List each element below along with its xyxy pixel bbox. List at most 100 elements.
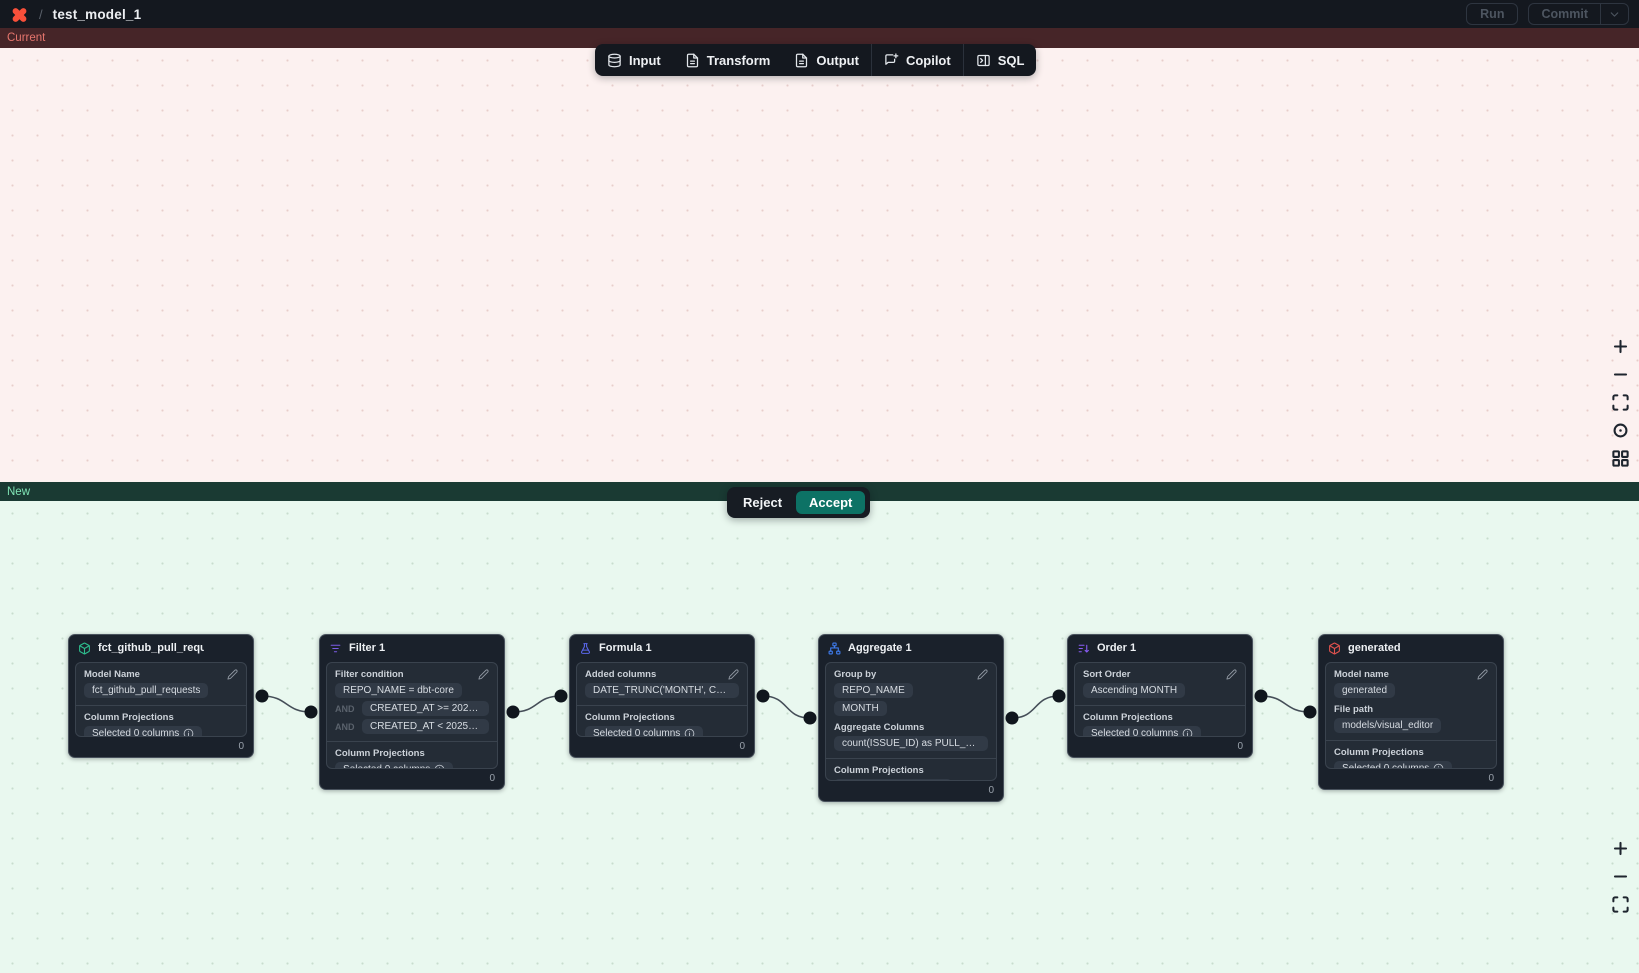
- value-pill[interactable]: Selected 0 columns: [1334, 761, 1453, 768]
- row-count: 0: [739, 740, 745, 752]
- value-pill[interactable]: Selected 0 columns: [585, 726, 704, 736]
- node-footer: 0: [570, 737, 754, 757]
- toolbar-item-label: Input: [629, 52, 661, 68]
- new-canvas[interactable]: fct_github_pull_requests Model Namefct_g…: [0, 501, 1639, 973]
- value-pill[interactable]: Selected 0 columns: [834, 779, 953, 780]
- section-divider: [1326, 740, 1496, 741]
- row-count: 0: [1237, 740, 1243, 752]
- value-pill[interactable]: Selected 0 columns: [335, 762, 454, 768]
- locate-button[interactable]: [1611, 421, 1630, 440]
- play-icon[interactable]: [712, 642, 724, 654]
- node-menu-icon[interactable]: [733, 642, 745, 654]
- field-label: Aggregate Columns: [834, 722, 925, 733]
- row-count: 0: [1488, 772, 1494, 784]
- node-footer: 0: [1068, 737, 1252, 757]
- value-pill[interactable]: models/visual_editor: [1334, 718, 1442, 733]
- value-pill[interactable]: fct_github_pull_requests: [84, 683, 209, 698]
- accept-button[interactable]: Accept: [796, 491, 866, 514]
- edit-pencil-icon[interactable]: [1477, 669, 1488, 680]
- flask-icon: [579, 642, 592, 655]
- zoom-in-button[interactable]: [1611, 337, 1630, 356]
- zoom-out-button[interactable]: [1611, 867, 1630, 886]
- toolbar-item-sql[interactable]: SQL: [964, 44, 1037, 76]
- current-canvas[interactable]: [0, 48, 1639, 482]
- play-icon[interactable]: [211, 642, 223, 654]
- toolbar-item-copilot[interactable]: Copilot: [872, 44, 963, 76]
- value-pill[interactable]: CREATED_AT < 2025-03-01: [362, 719, 489, 734]
- toolbar-item-input[interactable]: Input: [595, 44, 673, 76]
- toolbar-item-transform[interactable]: Transform: [673, 44, 783, 76]
- run-button[interactable]: Run: [1466, 3, 1519, 25]
- row-count: 0: [489, 772, 495, 784]
- field-label: Column Projections: [1334, 747, 1424, 758]
- info-icon: [183, 728, 194, 736]
- node-title: Filter 1: [349, 642, 386, 654]
- commit-button[interactable]: Commit: [1529, 4, 1600, 24]
- play-icon[interactable]: [1210, 642, 1222, 654]
- play-icon[interactable]: [462, 642, 474, 654]
- node-fct-github-pull-requests[interactable]: fct_github_pull_requests Model Namefct_g…: [68, 634, 254, 758]
- node-title: Aggregate 1: [848, 642, 912, 654]
- toolbar-item-label: SQL: [997, 52, 1025, 68]
- edit-pencil-icon[interactable]: [977, 669, 988, 680]
- node-footer: 0: [819, 781, 1003, 801]
- field-label: Column Projections: [1083, 712, 1173, 723]
- node-menu-icon[interactable]: [982, 642, 994, 654]
- node-footer: 0: [320, 769, 504, 789]
- value-pill[interactable]: Selected 0 columns: [1083, 726, 1202, 736]
- toolbar-item-label: Transform: [706, 52, 771, 68]
- node-menu-icon[interactable]: [483, 642, 495, 654]
- value-pill[interactable]: Ascending MONTH: [1083, 683, 1186, 698]
- node-menu-icon[interactable]: [1231, 642, 1243, 654]
- node-header: Formula 1: [570, 635, 754, 659]
- diff-actions: Reject Accept: [727, 487, 871, 518]
- value-pill[interactable]: REPO_NAME: [834, 683, 913, 698]
- zoom-in-button[interactable]: [1611, 839, 1630, 858]
- toolbar-item-output[interactable]: Output: [782, 44, 871, 76]
- value-pill[interactable]: REPO_NAME = dbt-core: [335, 683, 462, 698]
- fit-view-button[interactable]: [1611, 895, 1630, 914]
- value-pill[interactable]: MONTH: [834, 701, 887, 716]
- node-title: fct_github_pull_requests: [98, 642, 204, 654]
- condition-operator: AND: [335, 721, 355, 732]
- edit-pencil-icon[interactable]: [478, 669, 489, 680]
- section-divider: [577, 705, 747, 706]
- node-header: Order 1: [1068, 635, 1252, 659]
- edit-pencil-icon[interactable]: [227, 669, 238, 680]
- value-pill[interactable]: DATE_TRUNC('MONTH', CREATED_AT…: [585, 683, 739, 698]
- edit-pencil-icon[interactable]: [1226, 669, 1237, 680]
- node-menu-icon[interactable]: [1482, 642, 1494, 654]
- play-icon[interactable]: [1461, 642, 1473, 654]
- value-pill[interactable]: Selected 0 columns: [84, 726, 203, 736]
- toolbar-item-label: Output: [816, 52, 859, 68]
- box-icon: [78, 642, 91, 655]
- edit-pencil-icon[interactable]: [728, 669, 739, 680]
- play-icon[interactable]: [961, 642, 973, 654]
- node-menu-icon[interactable]: [232, 642, 244, 654]
- commit-dropdown-button[interactable]: [1601, 4, 1628, 24]
- file-icon: [685, 53, 700, 68]
- sort-icon: [1077, 642, 1090, 655]
- breadcrumb-separator: /: [39, 6, 43, 22]
- current-version-label: Current: [0, 28, 1639, 48]
- fit-view-button[interactable]: [1611, 393, 1630, 412]
- field-label: Added columns: [585, 669, 657, 680]
- value-pill[interactable]: generated: [1334, 683, 1396, 698]
- toolbar-divider: [870, 44, 872, 76]
- zoom-out-button[interactable]: [1611, 365, 1630, 384]
- value-pill[interactable]: count(ISSUE_ID) as PULL_REQUEST_…: [834, 736, 988, 751]
- reject-button[interactable]: Reject: [732, 492, 793, 513]
- layout-grid-button[interactable]: [1611, 449, 1630, 468]
- row-count: 0: [988, 784, 994, 796]
- value-pill[interactable]: CREATED_AT >= 2024-12-01: [362, 701, 489, 716]
- dbt-logo-icon[interactable]: [10, 6, 29, 23]
